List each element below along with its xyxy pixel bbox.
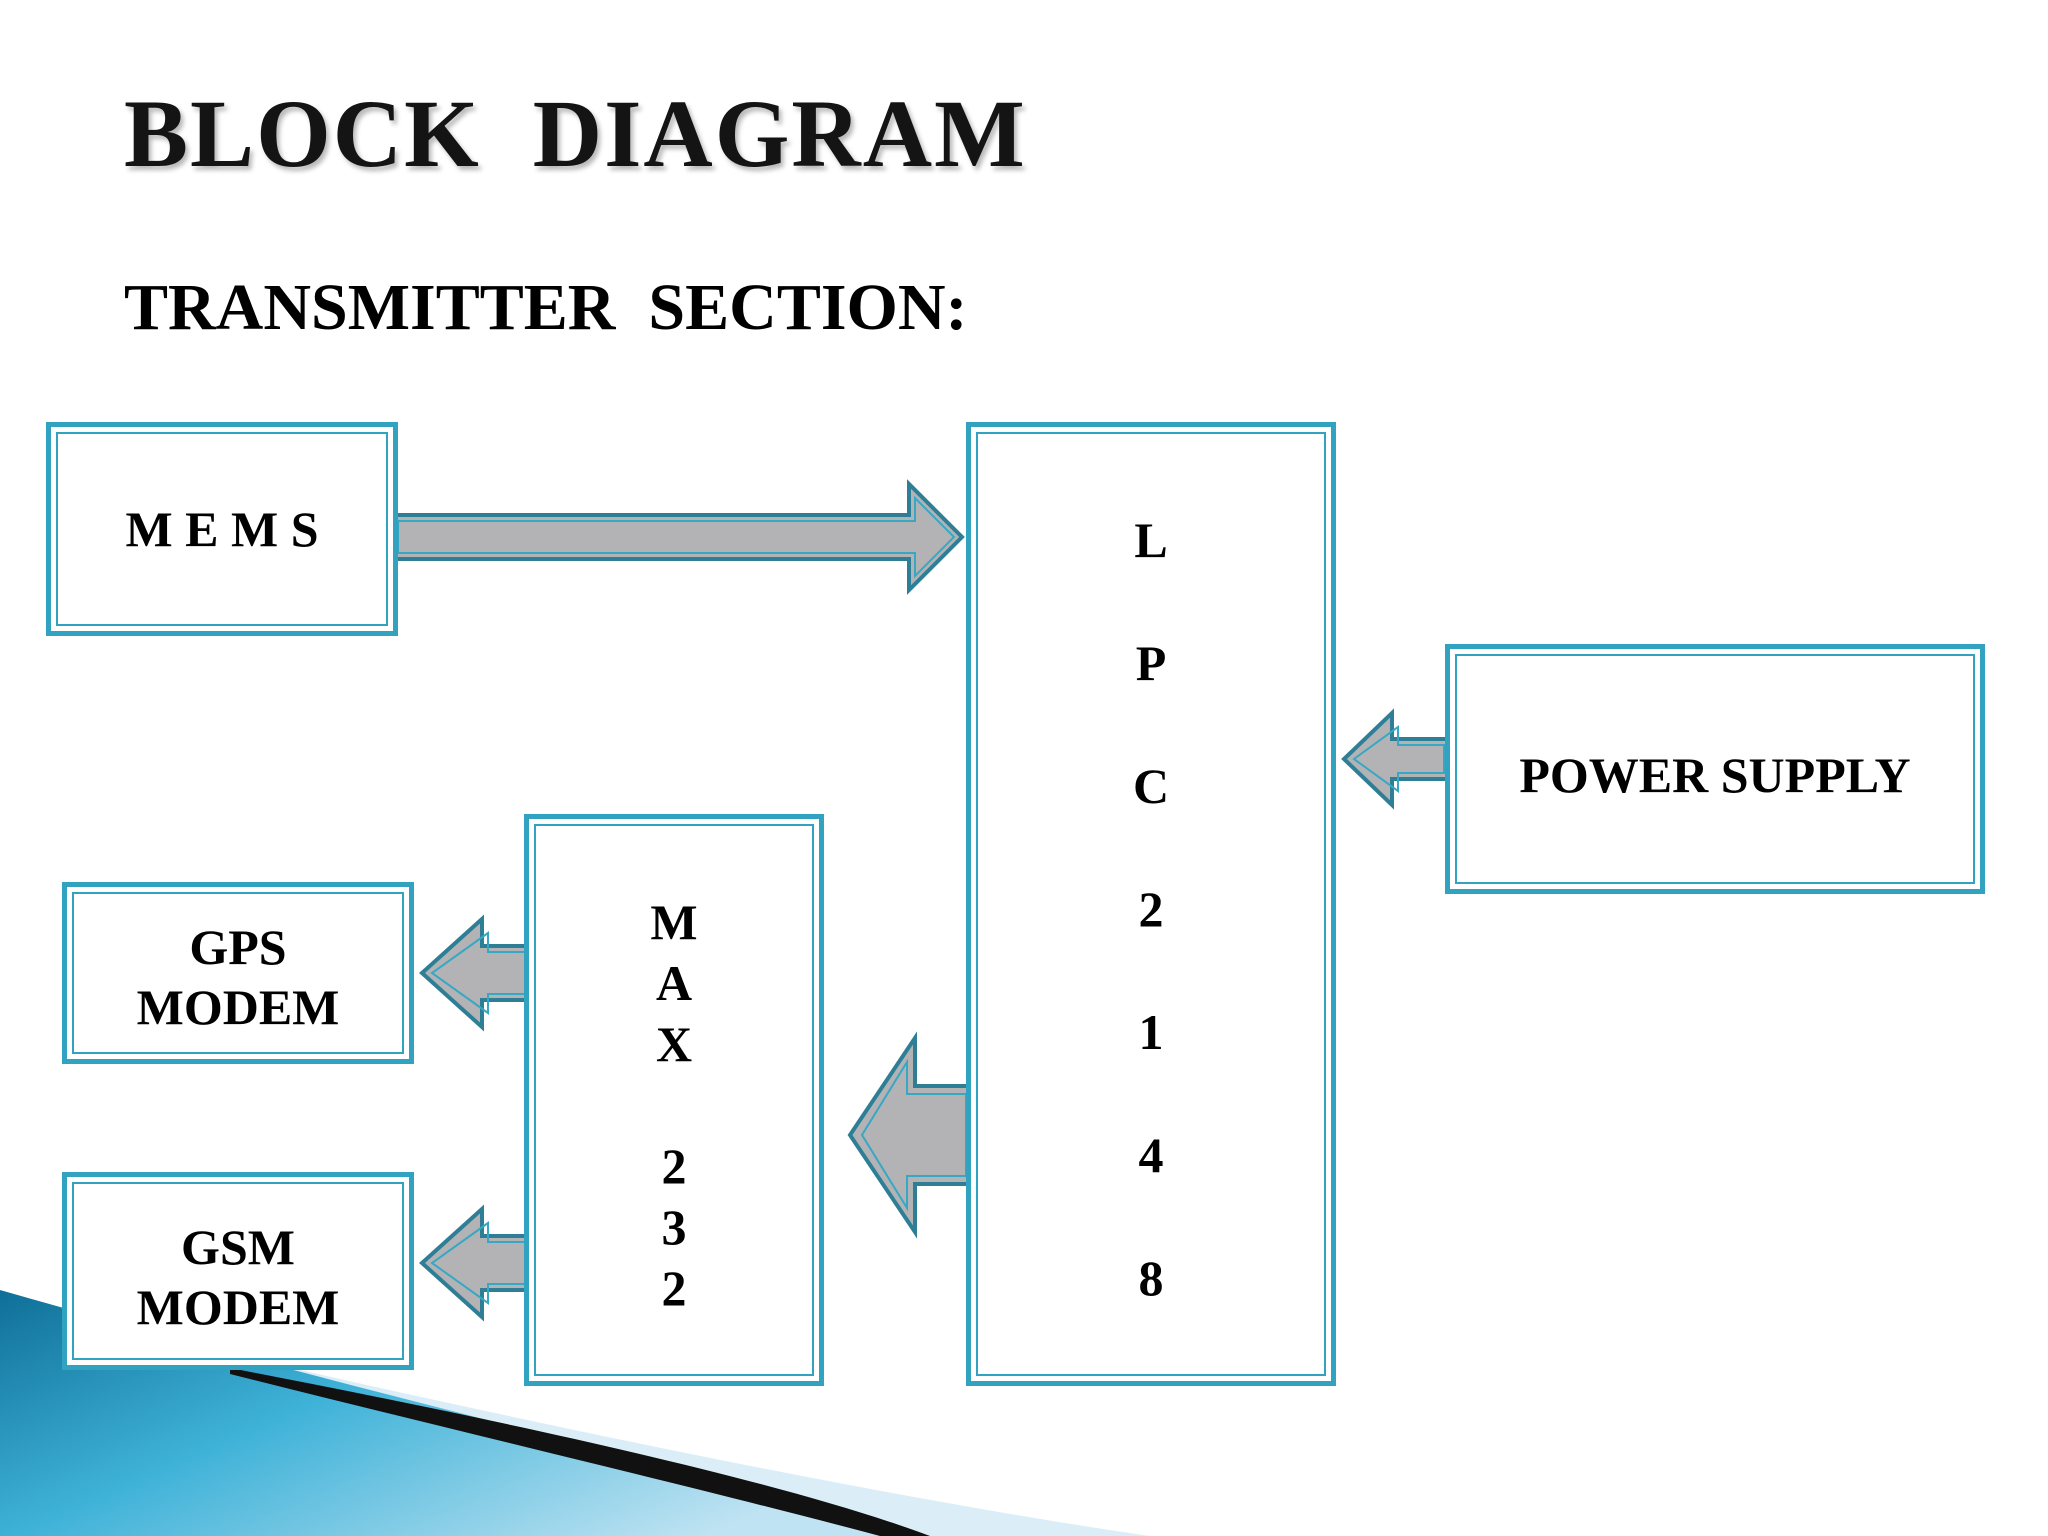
- gps-label-line1: GPS: [189, 919, 287, 975]
- lpc-char: P: [1135, 635, 1167, 691]
- page-title: BLOCK DIAGRAM: [124, 80, 1027, 187]
- lpc-char: 4: [1138, 1127, 1164, 1183]
- power-supply-label: POWER SUPPLY: [1519, 747, 1911, 803]
- swoosh-dark-stripe: [230, 1368, 930, 1536]
- max-char: 3: [661, 1199, 687, 1255]
- section-subtitle: TRANSMITTER SECTION:: [124, 271, 968, 344]
- lpc-char: C: [1132, 758, 1170, 814]
- max-char: X: [655, 1016, 693, 1072]
- max-char: A: [655, 955, 693, 1011]
- mems-block: M E M S: [46, 422, 398, 636]
- lpc-char: 8: [1138, 1250, 1164, 1306]
- lpc-char: 2: [1138, 881, 1164, 937]
- arrow-lpc-to-max: [847, 1031, 976, 1239]
- lpc-char: 1: [1138, 1004, 1164, 1060]
- max-char: 2: [661, 1260, 687, 1316]
- max232-block: M A X 2 3 2: [524, 814, 824, 1386]
- lpc2148-block: L P C 2 1 4 8: [966, 422, 1336, 1386]
- arrow-max-to-gps: [419, 914, 534, 1032]
- gps-label-line2: MODEM: [136, 979, 340, 1035]
- arrow-max-to-gsm: [419, 1204, 534, 1322]
- lpc-char: L: [1134, 512, 1168, 568]
- max-char: M: [650, 894, 698, 950]
- max-char: 2: [661, 1138, 687, 1194]
- arrow-mems-to-lpc: [390, 479, 965, 595]
- arrow-power-to-lpc: [1341, 708, 1452, 810]
- gsm-label-line1: GSM: [181, 1219, 295, 1275]
- gsm-label-line2: MODEM: [136, 1279, 340, 1335]
- mems-label: M E M S: [125, 501, 319, 557]
- gps-modem-block: GPS MODEM: [62, 882, 414, 1064]
- gsm-modem-block: GSM MODEM: [62, 1172, 414, 1370]
- power-supply-block: POWER SUPPLY: [1445, 644, 1985, 894]
